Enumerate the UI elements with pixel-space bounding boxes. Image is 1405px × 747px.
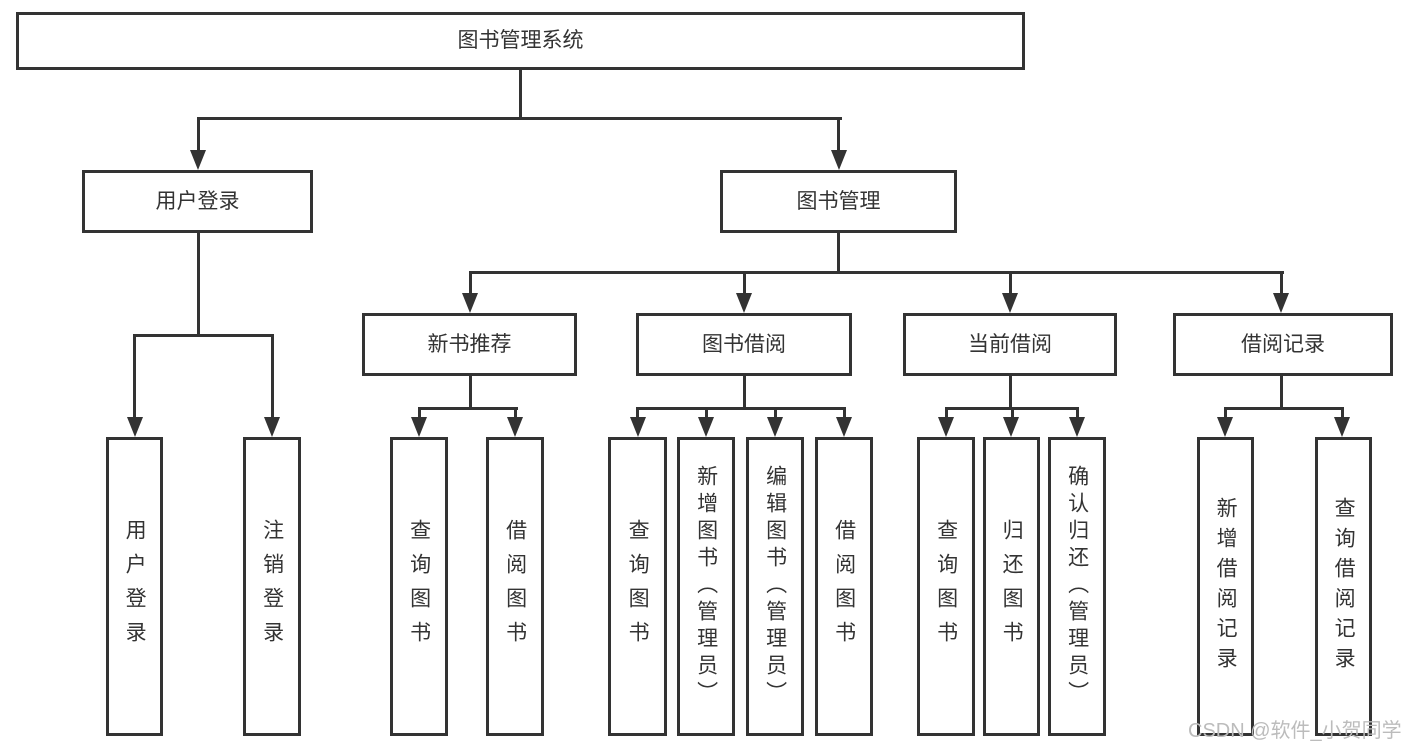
connector-segment xyxy=(469,271,1284,274)
connector-segment xyxy=(197,117,842,120)
node-current-query-books: 查询图书 xyxy=(917,437,975,736)
connector-segment xyxy=(418,407,421,419)
connector-segment xyxy=(271,334,274,419)
node-borrow-borrow-books: 借阅图书 xyxy=(815,437,873,736)
connector-segment xyxy=(197,233,200,337)
connector-segment xyxy=(514,407,517,419)
node-records-query-record: 查询借阅记录 xyxy=(1315,437,1372,736)
arrow-down-icon xyxy=(507,417,523,437)
connector-segment xyxy=(945,407,948,419)
connector-segment xyxy=(1009,376,1012,410)
arrow-down-icon xyxy=(462,293,478,313)
node-borrow-query-books: 查询图书 xyxy=(608,437,667,736)
node-recommend-query-books: 查询图书 xyxy=(390,437,448,736)
node-current-confirm-return-admin: 确认归还（管理员） xyxy=(1048,437,1106,736)
connector-segment xyxy=(1011,407,1014,419)
node-user-login: 用户登录 xyxy=(82,170,313,233)
connector-segment xyxy=(519,70,522,118)
csdn-watermark: CSDN @软件_小贺同学 xyxy=(1188,720,1402,742)
connector-segment xyxy=(418,407,518,410)
connector-segment xyxy=(743,376,746,410)
arrow-down-icon xyxy=(1273,293,1289,313)
node-user-login-action: 用户登录 xyxy=(106,437,163,736)
arrow-down-icon xyxy=(836,417,852,437)
arrow-down-icon xyxy=(938,417,954,437)
arrow-down-icon xyxy=(630,417,646,437)
connector-segment xyxy=(843,407,846,419)
arrow-down-icon xyxy=(1002,293,1018,313)
connector-segment xyxy=(469,271,472,295)
connector-segment xyxy=(837,233,840,274)
arrow-down-icon xyxy=(127,417,143,437)
arrow-down-icon xyxy=(1217,417,1233,437)
node-recommend-borrow-books: 借阅图书 xyxy=(486,437,544,736)
connector-segment xyxy=(1341,407,1344,419)
connector-segment xyxy=(133,334,274,337)
node-logout: 注销登录 xyxy=(243,437,301,736)
node-book-management: 图书管理 xyxy=(720,170,957,233)
node-borrow-edit-books-admin: 编辑图书（管理员） xyxy=(746,437,804,736)
connector-segment xyxy=(1224,407,1344,410)
connector-segment xyxy=(705,407,708,419)
node-new-book-recommend: 新书推荐 xyxy=(362,313,577,376)
connector-segment xyxy=(1009,271,1012,295)
connector-segment xyxy=(1224,407,1227,419)
connector-segment xyxy=(636,407,639,419)
arrow-down-icon xyxy=(411,417,427,437)
node-borrow-add-books-admin: 新增图书（管理员） xyxy=(677,437,735,736)
node-current-return-books: 归还图书 xyxy=(983,437,1040,736)
arrow-down-icon xyxy=(736,293,752,313)
arrow-down-icon xyxy=(190,150,206,170)
connector-segment xyxy=(636,407,846,410)
arrow-down-icon xyxy=(767,417,783,437)
connector-segment xyxy=(1280,271,1283,295)
connector-segment xyxy=(1076,407,1079,419)
arrow-down-icon xyxy=(1069,417,1085,437)
arrow-down-icon xyxy=(698,417,714,437)
arrow-down-icon xyxy=(1003,417,1019,437)
arrow-down-icon xyxy=(831,150,847,170)
node-current-borrow: 当前借阅 xyxy=(903,313,1117,376)
connector-segment xyxy=(774,407,777,419)
node-borrow-records: 借阅记录 xyxy=(1173,313,1393,376)
connector-segment xyxy=(469,376,472,410)
node-library-system: 图书管理系统 xyxy=(16,12,1025,70)
connector-segment xyxy=(197,117,200,153)
connector-segment xyxy=(837,117,840,153)
node-records-add-record: 新增借阅记录 xyxy=(1197,437,1254,736)
connector-segment xyxy=(743,271,746,295)
connector-segment xyxy=(133,334,136,419)
node-book-borrow: 图书借阅 xyxy=(636,313,852,376)
arrow-down-icon xyxy=(1334,417,1350,437)
arrow-down-icon xyxy=(264,417,280,437)
connector-segment xyxy=(1280,376,1283,410)
